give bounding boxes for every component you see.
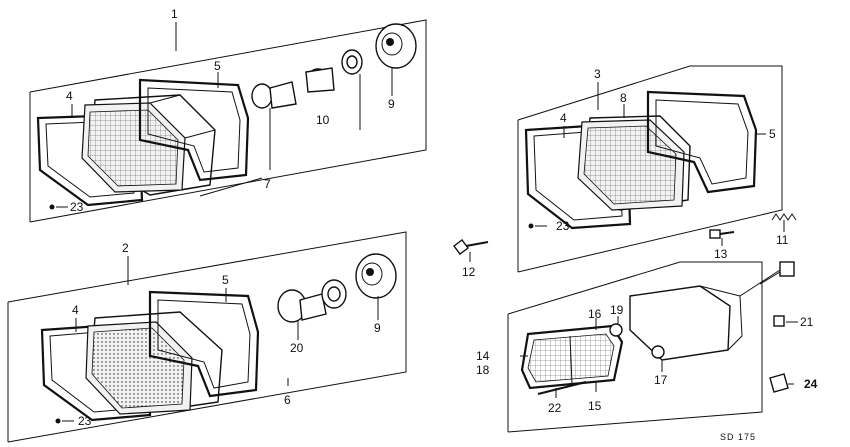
adjuster-13-icon (709, 229, 735, 246)
dust-cover-icon (355, 253, 397, 299)
bulb-icon (277, 289, 327, 323)
callout-7: 7 (264, 177, 271, 191)
callout-11: 11 (776, 233, 789, 247)
callout-19: 19 (610, 303, 624, 317)
headlight-unit-icon (81, 94, 216, 196)
callout-5: 5 (769, 127, 776, 141)
callout-17: 17 (654, 373, 668, 387)
callout-6: 6 (284, 393, 291, 407)
marker-housing-icon (629, 261, 795, 361)
callout-1: 1 (171, 7, 178, 21)
callout-4: 4 (72, 303, 79, 317)
socket-icon (341, 49, 363, 75)
bulb-icon (251, 67, 335, 109)
callout-24: 24 (804, 377, 818, 391)
callout-8: 8 (620, 91, 627, 105)
spring-11-icon (771, 213, 797, 232)
callout-9: 9 (388, 97, 395, 111)
callout-23: 23 (70, 200, 84, 214)
callout-2: 2 (122, 241, 129, 255)
callout-9: 9 (374, 321, 381, 335)
callout-3: 3 (594, 67, 601, 81)
assembly-1-group (29, 19, 427, 223)
callout-10: 10 (316, 113, 330, 127)
assembly-1-boundary (29, 19, 427, 223)
assembly-3-group (517, 65, 783, 273)
dust-cover-icon (375, 23, 417, 69)
assembly-2-group (7, 231, 407, 443)
callout-22: 22 (548, 401, 562, 415)
screw-icon (537, 381, 587, 395)
bulb-icon (609, 323, 665, 359)
callout-13: 13 (714, 247, 728, 261)
callout-23: 23 (78, 414, 92, 428)
headlight-bezel-icon (148, 290, 260, 398)
callout-labels: 1 2 3 4 4 4 5 5 5 6 7 8 9 9 10 11 12 13 … (66, 7, 818, 442)
callout-14: 14 (476, 349, 490, 363)
headlight-bezel-icon (138, 78, 250, 182)
bolt-12-icon (453, 239, 489, 262)
callout-18: 18 (476, 363, 490, 377)
callout-15: 15 (588, 399, 602, 413)
callout-20: 20 (290, 341, 304, 355)
callout-4: 4 (66, 89, 73, 103)
headlight-bezel-icon (646, 90, 758, 194)
headlight-unit-icon (85, 311, 223, 415)
callout-16: 16 (588, 307, 602, 321)
callout-21: 21 (800, 315, 814, 329)
callout-23: 23 (556, 219, 570, 233)
marker-lens-icon (520, 324, 624, 390)
callout-5: 5 (222, 273, 229, 287)
diagram-code: SD 175 (720, 432, 756, 442)
callout-12: 12 (462, 265, 476, 279)
clip-icon (769, 315, 789, 393)
callout-5: 5 (214, 59, 221, 73)
headlight-unit-icon (577, 115, 691, 211)
socket-icon (321, 279, 347, 309)
side-marker-group (507, 261, 798, 433)
callout-4: 4 (560, 111, 567, 125)
